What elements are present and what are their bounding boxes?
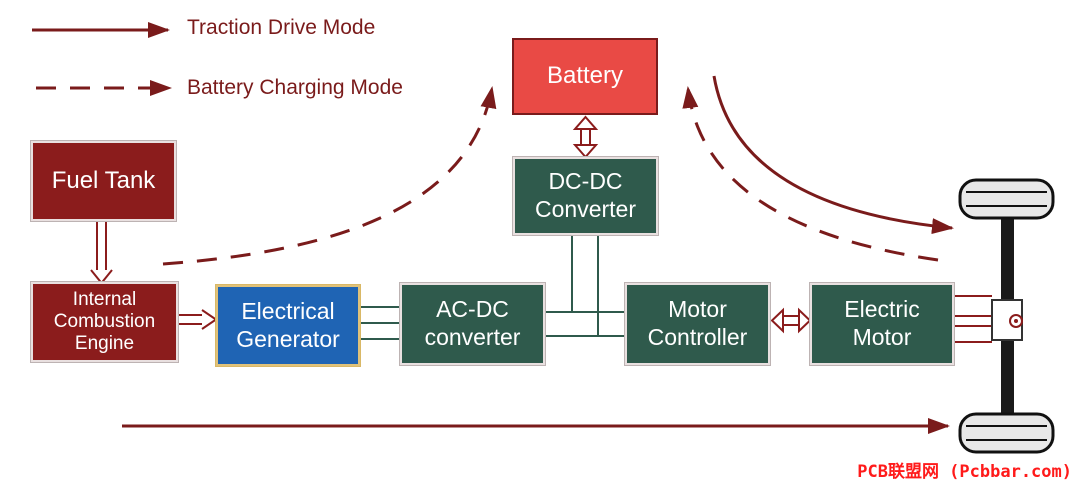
traction-arrow-top xyxy=(712,75,954,234)
acdc-converter-block: AC-DC converter xyxy=(400,283,545,365)
battery-dcdc-arrow xyxy=(572,115,599,159)
controller-motor-arrow xyxy=(770,307,812,334)
charging-arrow-left xyxy=(162,86,497,266)
generator-block: Electrical Generator xyxy=(216,285,360,366)
charging-arrow-right xyxy=(682,86,939,262)
motor-controller-block: Motor Controller xyxy=(625,283,770,365)
battery-block: Battery xyxy=(512,38,658,115)
fuel-to-engine-arrow xyxy=(90,221,113,285)
electric-motor-block: Electric Motor xyxy=(810,283,954,365)
legend-solid-label: Traction Drive Mode xyxy=(187,16,376,39)
watermark: PCB联盟网 (Pcbbar.com) xyxy=(857,462,1072,482)
power-bus-lines xyxy=(360,234,625,340)
dcdc-converter-block: DC-DC Converter xyxy=(513,157,658,235)
engine-block: Internal Combustion Engine xyxy=(31,282,178,362)
legend-dashed-label: Battery Charging Mode xyxy=(187,76,403,99)
engine-to-generator-arrow xyxy=(178,309,218,330)
fuel-tank-block: Fuel Tank xyxy=(31,141,176,221)
wheel-axle-icon xyxy=(958,178,1055,454)
